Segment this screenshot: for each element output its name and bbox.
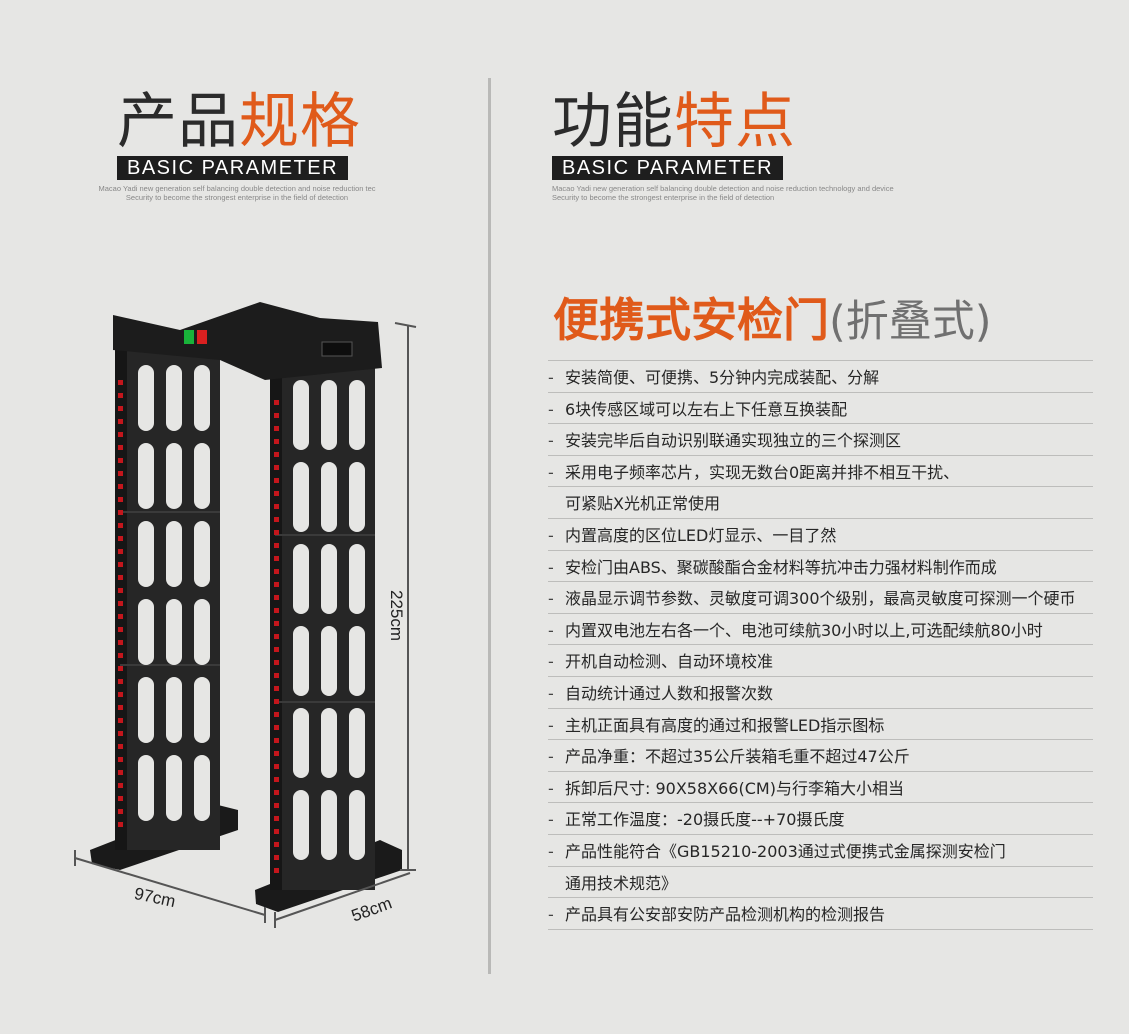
- product-name: 便携式安检门: [553, 293, 829, 347]
- feature-text: 产品性能符合《GB15210-2003通过式便携式金属探测安检门: [565, 841, 1006, 861]
- feature-item: -主机正面具有高度的通过和报警LED指示图标: [548, 707, 1093, 740]
- feature-item: -6块传感区域可以左右上下任意互换装配: [548, 391, 1093, 424]
- feature-item: -开机自动检测、自动环境校准: [548, 644, 1093, 676]
- feature-bullet: -: [548, 905, 554, 925]
- feature-bullet: -: [548, 557, 554, 577]
- feature-text: 开机自动检测、自动环境校准: [565, 652, 774, 672]
- feature-item: -安检门由ABS、聚碳酸酯合金材料等抗冲击力强材料制作而成: [548, 549, 1093, 582]
- feature-item: -自动统计通过人数和报警次数: [548, 675, 1093, 708]
- specs-subtitle: Macao Yadi new generation self balancing…: [84, 184, 390, 202]
- feature-text: 内置双电池左右各一个、电池可续航30小时以上,可选配续航80小时: [565, 620, 1043, 640]
- feature-text: 正常工作温度：-20摄氏度--+70摄氏度: [565, 810, 845, 830]
- feature-item: -产品净重：不超过35公斤装箱毛重不超过47公斤: [548, 739, 1093, 771]
- center-divider: [488, 78, 491, 974]
- feature-bullet: -: [548, 620, 554, 640]
- specs-title-accent: 规格: [239, 87, 361, 157]
- feature-bullet: -: [548, 525, 554, 545]
- feature-text: 安检门由ABS、聚碳酸酯合金材料等抗冲击力强材料制作而成: [565, 557, 997, 577]
- feature-item: -拆卸后尺寸: 90X58X66(CM)与行李箱大小相当: [548, 770, 1093, 803]
- features-title: 功能特点: [552, 90, 894, 154]
- feature-text: 可紧贴X光机正常使用: [565, 494, 720, 514]
- specs-heading: 产品规格 BASIC PARAMETER Macao Yadi new gene…: [99, 90, 390, 202]
- feature-item: -内置双电池左右各一个、电池可续航30小时以上,可选配续航80小时: [548, 612, 1093, 645]
- feature-text: 6块传感区域可以左右上下任意互换装配: [565, 399, 848, 419]
- feature-list: -安装简便、可便携、5分钟内完成装配、分解-6块传感区域可以左右上下任意互换装配…: [548, 360, 1093, 930]
- feature-text: 产品具有公安部安防产品检测机构的检测报告: [565, 905, 886, 925]
- feature-text: 拆卸后尺寸: 90X58X66(CM)与行李箱大小相当: [565, 778, 904, 798]
- features-subtitle-line1: Macao Yadi new generation self balancing…: [552, 184, 894, 193]
- feature-item: -采用电子频率芯片，实现无数台0距离并排不相互干扰、: [548, 454, 1093, 487]
- feature-bullet: -: [548, 399, 554, 419]
- product-suffix: (折叠式): [829, 297, 992, 347]
- product-title: 便携式安检门(折叠式): [553, 290, 992, 352]
- feature-item: 通用技术规范》: [548, 865, 1093, 898]
- specs-subtitle-line2: Security to become the strongest enterpr…: [125, 193, 349, 202]
- specs-title-dark: 产品: [117, 87, 239, 157]
- feature-text: 内置高度的区位LED灯显示、一目了然: [565, 525, 837, 545]
- feature-bullet: -: [548, 462, 554, 482]
- features-title-accent: 特点: [674, 87, 796, 157]
- security-gate-image: [74, 302, 417, 928]
- specs-badge: BASIC PARAMETER: [117, 156, 349, 180]
- feature-bullet: -: [548, 841, 554, 861]
- feature-item: -产品性能符合《GB15210-2003通过式便携式金属探测安检门: [548, 833, 1093, 866]
- feature-text: 产品净重：不超过35公斤装箱毛重不超过47公斤: [565, 747, 910, 767]
- features-subtitle: Macao Yadi new generation self balancing…: [552, 184, 894, 202]
- feature-bullet: -: [548, 589, 554, 609]
- features-subtitle-line2: Security to become the strongest enterpr…: [552, 193, 775, 202]
- feature-item: -产品具有公安部安防产品检测机构的检测报告: [548, 897, 1093, 930]
- feature-bullet: -: [548, 368, 554, 387]
- feature-item: 可紧贴X光机正常使用: [548, 486, 1093, 518]
- feature-bullet: -: [548, 683, 554, 703]
- feature-text: 安装简便、可便携、5分钟内完成装配、分解: [565, 368, 880, 387]
- features-title-dark: 功能: [552, 87, 674, 157]
- feature-item: -正常工作温度：-20摄氏度--+70摄氏度: [548, 802, 1093, 834]
- specs-title: 产品规格: [117, 90, 390, 154]
- feature-text: 主机正面具有高度的通过和报警LED指示图标: [565, 715, 885, 735]
- feature-item: -安装简便、可便携、5分钟内完成装配、分解: [548, 360, 1093, 392]
- features-badge: BASIC PARAMETER: [552, 156, 784, 180]
- features-heading: 功能特点 BASIC PARAMETER Macao Yadi new gene…: [552, 90, 894, 202]
- specs-subtitle-line1: Macao Yadi new generation self balancing…: [98, 184, 376, 193]
- feature-text: 通用技术规范》: [565, 873, 678, 893]
- feature-item: -安装完毕后自动识别联通实现独立的三个探测区: [548, 423, 1093, 455]
- feature-bullet: -: [548, 778, 554, 798]
- feature-item: -液晶显示调节参数、灵敏度可调300个级别，最高灵敏度可探测一个硬币: [548, 581, 1093, 613]
- feature-text: 采用电子频率芯片，实现无数台0距离并排不相互干扰、: [565, 462, 960, 482]
- feature-text: 安装完毕后自动识别联通实现独立的三个探测区: [565, 431, 902, 451]
- feature-bullet: -: [548, 747, 554, 767]
- feature-bullet: -: [548, 715, 554, 735]
- feature-item: -内置高度的区位LED灯显示、一目了然: [548, 517, 1093, 550]
- height-dimension-label: 225cm: [387, 590, 406, 642]
- feature-bullet: -: [548, 431, 554, 451]
- feature-text: 自动统计通过人数和报警次数: [565, 683, 774, 703]
- feature-bullet: -: [548, 652, 554, 672]
- feature-bullet: -: [548, 810, 554, 830]
- feature-text: 液晶显示调节参数、灵敏度可调300个级别，最高灵敏度可探测一个硬币: [565, 589, 1076, 609]
